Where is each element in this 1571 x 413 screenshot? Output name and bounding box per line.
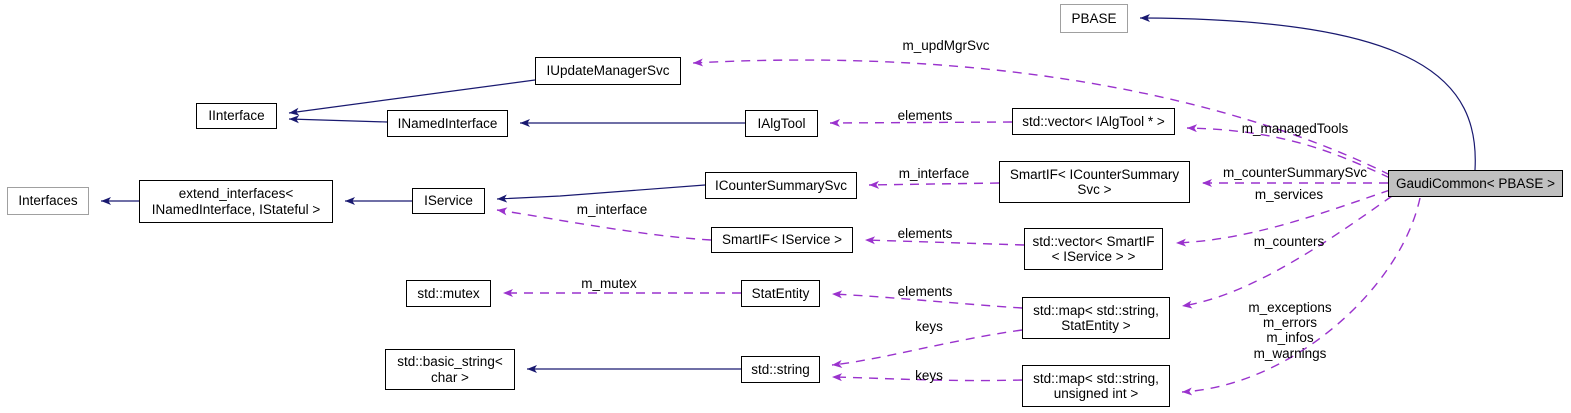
node-extend-interfaces[interactable]: extend_interfaces< INamedInterface, ISta… [139,180,333,223]
edge-vecsmartif-to-smartifsvc [864,236,1025,246]
edge-gaudicommon-to-pbase [1139,14,1476,171]
node-icountersummarysvc[interactable]: ICounterSummarySvc [705,172,857,199]
edge-mapstat-to-statentity [831,290,1023,309]
node-iservice[interactable]: IService [412,188,485,214]
edge-label-keys-uint: keys [915,368,943,383]
node-ialgtool[interactable]: IAlgTool [745,110,818,137]
node-gaudicommon-pbase[interactable]: GaudiCommon< PBASE > [1388,170,1563,197]
node-statentity[interactable]: StatEntity [741,280,820,307]
edge-label-m-infos: m_infos [1266,330,1314,345]
edge-label-elements-smartif: elements [897,226,953,241]
edge-gaudicommon-to-vecalgtool [1186,124,1391,179]
edge-label-m-exceptions: m_exceptions [1248,300,1332,315]
node-basic-string[interactable]: std::basic_string< char > [385,349,515,390]
edge-label-m-interface-svc: m_interface [576,202,648,217]
node-iinterface[interactable]: IInterface [196,103,277,129]
edge-label-m-mutex: m_mutex [581,276,637,291]
inheritance-edges [101,14,1476,373]
edge-label-m-counters: m_counters [1253,234,1325,249]
node-vector-smartif-iservice[interactable]: std::vector< SmartIF < IService > > [1024,228,1163,270]
node-stdmutex[interactable]: std::mutex [406,280,491,307]
node-interfaces[interactable]: Interfaces [7,187,89,215]
node-pbase[interactable]: PBASE [1060,4,1128,33]
edge-iupdmgr-to-iinterface [288,79,536,116]
edge-label-m-updmgrsvc: m_updMgrSvc [902,38,990,53]
node-vector-ialgtool[interactable]: std::vector< IAlgTool * > [1012,108,1175,135]
edge-mapuint-to-stdstring [831,373,1023,382]
edge-label-m-interface-csvc: m_interface [898,166,970,181]
node-iupdatemanagersvc[interactable]: IUpdateManagerSvc [535,57,681,85]
edge-icsvc-to-iservice [496,184,706,203]
node-map-string-uint[interactable]: std::map< std::string, unsigned int > [1022,365,1170,407]
edge-mapstat-to-stdstring [831,329,1023,368]
edge-label-keys-statentity: keys [915,319,943,334]
edge-label-elements-algtool: elements [897,108,953,123]
node-smartif-iservice[interactable]: SmartIF< IService > [711,227,853,253]
node-smartif-icountersummarysvc[interactable]: SmartIF< ICounterSummary Svc > [999,161,1190,203]
usage-edges [496,58,1421,396]
edge-vecalgtool-to-ialgtool [829,118,1013,127]
edge-inamed-to-iinterface [288,115,388,124]
edge-label-m-managedtools: m_managedTools [1241,121,1349,136]
edge-label-m-services: m_services [1254,187,1324,202]
edge-gaudicommon-to-mapuint [1181,197,1421,396]
edge-smartifsvc-to-iservice [496,207,712,241]
edge-smartifcsvc-to-icsvc [868,180,1000,189]
edge-label-m-warnings: m_warnings [1253,346,1327,361]
node-stdstring[interactable]: std::string [741,356,820,383]
edge-label-m-countersummarysvc: m_counterSummarySvc [1222,165,1368,180]
node-inamedinterface[interactable]: INamedInterface [387,110,508,137]
edge-label-elements-statentity: elements [897,284,953,299]
edge-label-m-errors: m_errors [1262,315,1317,330]
edge-gaudicommon-to-vecsmartif [1175,189,1391,247]
node-map-string-statentity[interactable]: std::map< std::string, StatEntity > [1022,297,1170,339]
edge-gaudicommon-to-mapstat [1181,195,1393,309]
